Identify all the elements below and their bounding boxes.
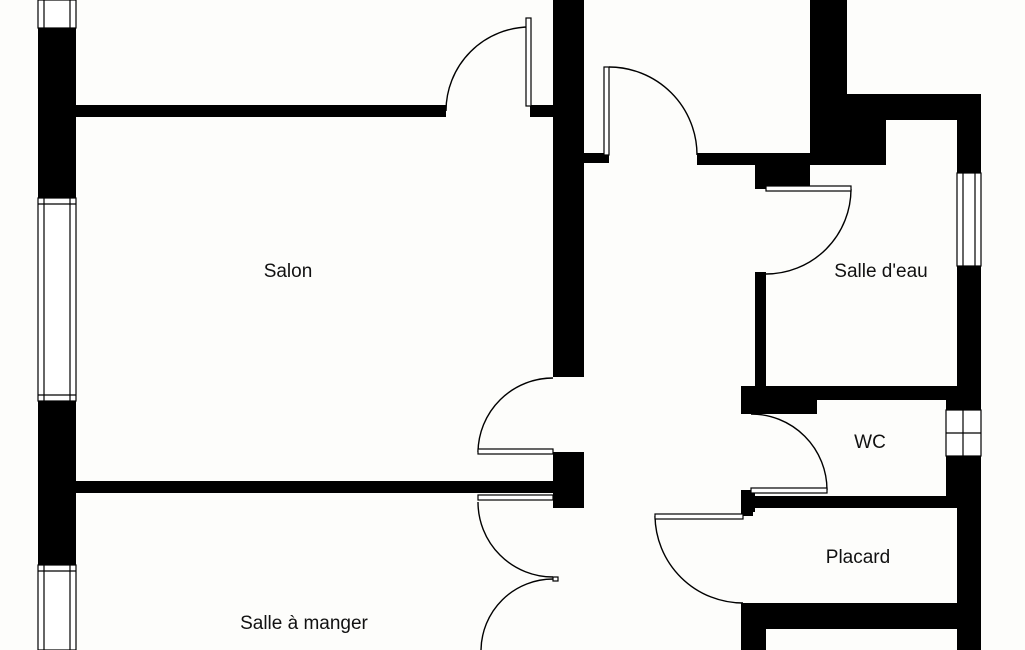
- placard-bottom-wall: [741, 603, 957, 629]
- windows: [37, 0, 982, 650]
- window-left-dining: [37, 564, 77, 650]
- central-wall-lower: [553, 452, 584, 508]
- room-label-wc: WC: [854, 432, 886, 453]
- door-wc: [750, 413, 828, 494]
- window-wc: [945, 409, 982, 457]
- wc-bottom-stub: [741, 490, 755, 512]
- door-salon-top: [445, 17, 532, 112]
- bathroom-top-stub: [755, 165, 810, 189]
- door-dining-1: [477, 494, 554, 578]
- door-salon-hall: [477, 377, 554, 455]
- window-left-salon: [37, 197, 77, 402]
- wc-bottom-wall: [741, 496, 957, 508]
- doors: [445, 17, 852, 650]
- salon-bottom-wall: [76, 481, 554, 493]
- room-label-salle-a-manger: Salle à manger: [240, 613, 368, 634]
- room-label-salon: Salon: [264, 261, 313, 282]
- upper-right-inner: [810, 120, 886, 165]
- door-bathroom: [765, 185, 852, 275]
- bathroom-bottom-wall: [741, 386, 957, 400]
- bathroom-bottom-stub: [741, 400, 817, 414]
- placard-bottom-left: [741, 603, 766, 650]
- bathroom-left-wall: [755, 272, 766, 388]
- window-left-top: [37, 0, 77, 29]
- room-label-placard: Placard: [826, 547, 890, 568]
- door-placard: [654, 513, 744, 604]
- hall-top-stub: [584, 153, 609, 163]
- placard-left-stub: [741, 508, 753, 516]
- room-label-salle-d-eau: Salle d'eau: [834, 261, 927, 282]
- central-wall: [553, 0, 584, 377]
- door-hall-top: [603, 66, 698, 156]
- door-dining-2: [480, 576, 559, 650]
- window-bathroom: [956, 172, 982, 267]
- room-labels: Salon Salle d'eau WC Placard Salle à man…: [240, 261, 928, 634]
- salon-top-wall: [76, 105, 446, 117]
- hall-top-wall: [697, 153, 810, 165]
- salon-top-wall-stub: [530, 105, 555, 117]
